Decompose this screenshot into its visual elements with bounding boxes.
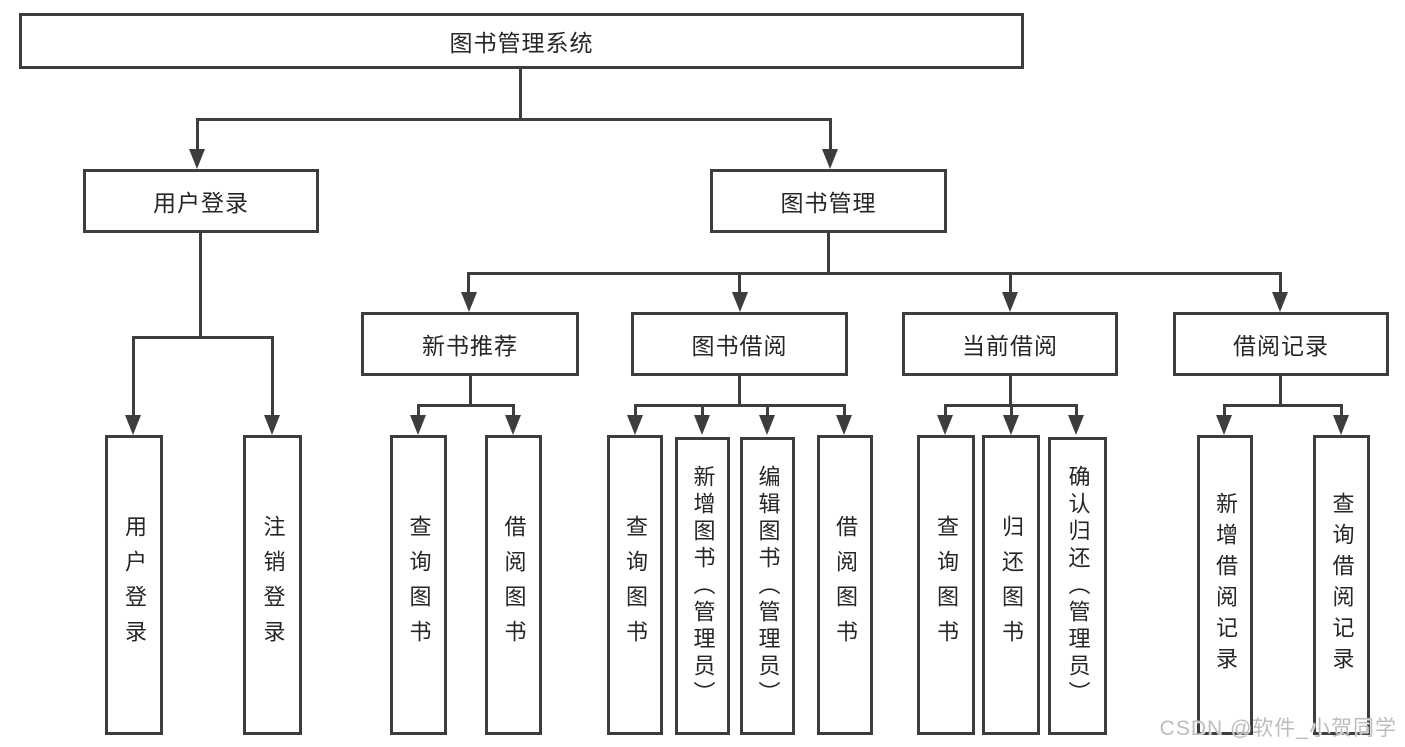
node-current-borrow-label: 当前借阅 xyxy=(962,333,1058,359)
node-current-borrow: 当前借阅 xyxy=(902,312,1118,376)
arrow-to-leaf-new-books-1 xyxy=(505,415,521,435)
arrow-to-leaf-borrow-records-1 xyxy=(1333,415,1349,435)
edge-book-mgmt-drop-3 xyxy=(1279,272,1282,296)
edge-user-login-drop-0 xyxy=(132,336,135,419)
watermark-text: CSDN @软件_小贺同学 xyxy=(1159,717,1397,740)
node-book-borrow-label: 图书借阅 xyxy=(691,333,788,359)
edge-book-mgmt-drop-0 xyxy=(467,272,470,296)
leaf-user-login-0: 用户登录 xyxy=(105,435,163,735)
edge-user-login-stem xyxy=(199,233,202,338)
arrow-to-leaf-current-borrow-0 xyxy=(937,415,953,435)
leaf-user-login-1-label: 注销登录 xyxy=(260,515,286,655)
arrow-to-leaf-borrow-records-0 xyxy=(1216,415,1232,435)
edge-borrow-records-drop-0 xyxy=(1223,404,1226,419)
node-book-mgmt-label: 图书管理 xyxy=(780,190,877,216)
edge-book-mgmt-drop-2 xyxy=(1009,272,1012,296)
arrow-to-leaf-current-borrow-2 xyxy=(1068,415,1084,435)
edge-borrow-records-stem xyxy=(1279,376,1282,407)
edge-root-stem xyxy=(519,68,522,118)
node-user-login: 用户登录 xyxy=(83,169,319,233)
edge-user-login-branch xyxy=(133,336,274,339)
leaf-borrow-records-1: 查询借阅记录 xyxy=(1313,435,1370,735)
leaf-borrow-records-0: 新增借阅记录 xyxy=(1197,435,1253,735)
leaf-book-borrow-1-label: 新增图书（管理员） xyxy=(690,464,716,708)
arrow-to-leaf-book-borrow-1 xyxy=(694,415,710,435)
leaf-current-borrow-2-label: 确认归还（管理员） xyxy=(1065,464,1091,708)
leaf-current-borrow-0-label: 查询图书 xyxy=(934,515,959,655)
leaf-new-books-1-label: 借阅图书 xyxy=(501,515,527,655)
arrow-to-leaf-book-borrow-0 xyxy=(627,415,643,435)
edge-book-mgmt-stem xyxy=(827,233,830,275)
arrow-to-leaf-book-borrow-3 xyxy=(836,415,852,435)
leaf-user-login-0-label: 用户登录 xyxy=(122,515,147,655)
edge-current-borrow-drop-1 xyxy=(1010,404,1013,419)
arrow-to-current-borrow xyxy=(1002,292,1018,312)
node-new-books: 新书推荐 xyxy=(361,312,579,376)
arrow-to-leaf-user-login-1 xyxy=(264,415,280,435)
arrow-to-book-borrow xyxy=(732,292,748,312)
leaf-borrow-records-1-label: 查询借阅记录 xyxy=(1329,492,1355,678)
edge-book-mgmt-drop-1 xyxy=(738,272,741,296)
node-root-label: 图书管理系统 xyxy=(449,30,594,56)
edge-user-login-drop-1 xyxy=(271,336,274,419)
edge-borrow-records-branch xyxy=(1224,404,1342,407)
edge-root-branch xyxy=(197,118,832,121)
arrow-to-leaf-book-borrow-2 xyxy=(759,415,775,435)
leaf-user-login-1: 注销登录 xyxy=(243,435,302,735)
leaf-current-borrow-1-label: 归还图书 xyxy=(999,515,1024,655)
edge-book-borrow-drop-2 xyxy=(766,404,769,419)
node-book-mgmt: 图书管理 xyxy=(710,169,947,233)
arrow-to-user-login xyxy=(189,149,205,169)
arrow-to-leaf-current-borrow-1 xyxy=(1003,415,1019,435)
edge-new-books-branch xyxy=(418,404,515,407)
leaf-new-books-0-label: 查询图书 xyxy=(406,515,432,655)
arrow-to-new-books xyxy=(461,292,477,312)
edge-new-books-drop-0 xyxy=(417,404,420,419)
leaf-book-borrow-2: 编辑图书（管理员） xyxy=(740,437,795,735)
leaf-new-books-0: 查询图书 xyxy=(390,435,447,735)
edge-new-books-drop-1 xyxy=(512,404,515,419)
node-root: 图书管理系统 xyxy=(19,13,1024,69)
leaf-book-borrow-0: 查询图书 xyxy=(607,435,663,735)
arrow-to-borrow-records xyxy=(1272,292,1288,312)
leaf-current-borrow-2: 确认归还（管理员） xyxy=(1048,437,1107,735)
edge-current-borrow-drop-0 xyxy=(944,404,947,419)
arrow-to-leaf-new-books-0 xyxy=(410,415,426,435)
leaf-book-borrow-0-label: 查询图书 xyxy=(623,515,648,655)
node-borrow-records: 借阅记录 xyxy=(1173,312,1389,376)
arrow-to-leaf-user-login-0 xyxy=(125,415,141,435)
edge-borrow-records-drop-1 xyxy=(1340,404,1343,419)
edge-book-borrow-stem xyxy=(738,376,741,407)
leaf-book-borrow-3-label: 借阅图书 xyxy=(833,515,858,655)
node-book-borrow: 图书借阅 xyxy=(631,312,848,376)
edge-current-borrow-stem xyxy=(1009,376,1012,407)
edge-root-drop-left xyxy=(196,118,199,153)
leaf-new-books-1: 借阅图书 xyxy=(485,435,542,735)
edge-current-borrow-drop-2 xyxy=(1075,404,1078,419)
edge-new-books-stem xyxy=(469,376,472,407)
leaf-book-borrow-1: 新增图书（管理员） xyxy=(675,437,730,735)
edge-root-drop-right xyxy=(829,118,832,153)
node-new-books-label: 新书推荐 xyxy=(422,333,518,359)
edge-book-borrow-drop-1 xyxy=(701,404,704,419)
leaf-book-borrow-2-label: 编辑图书（管理员） xyxy=(755,464,781,708)
node-borrow-records-label: 借阅记录 xyxy=(1233,333,1329,359)
edge-book-borrow-drop-3 xyxy=(843,404,846,419)
leaf-book-borrow-3: 借阅图书 xyxy=(817,435,873,735)
edge-book-mgmt-branch xyxy=(467,272,1282,275)
leaf-borrow-records-0-label: 新增借阅记录 xyxy=(1213,492,1238,678)
leaf-current-borrow-0: 查询图书 xyxy=(917,435,975,735)
edge-book-borrow-branch xyxy=(634,404,846,407)
leaf-current-borrow-1: 归还图书 xyxy=(982,435,1040,735)
edge-book-borrow-drop-0 xyxy=(634,404,637,419)
node-user-login-label: 用户登录 xyxy=(153,190,249,216)
arrow-to-book-mgmt xyxy=(822,149,838,169)
